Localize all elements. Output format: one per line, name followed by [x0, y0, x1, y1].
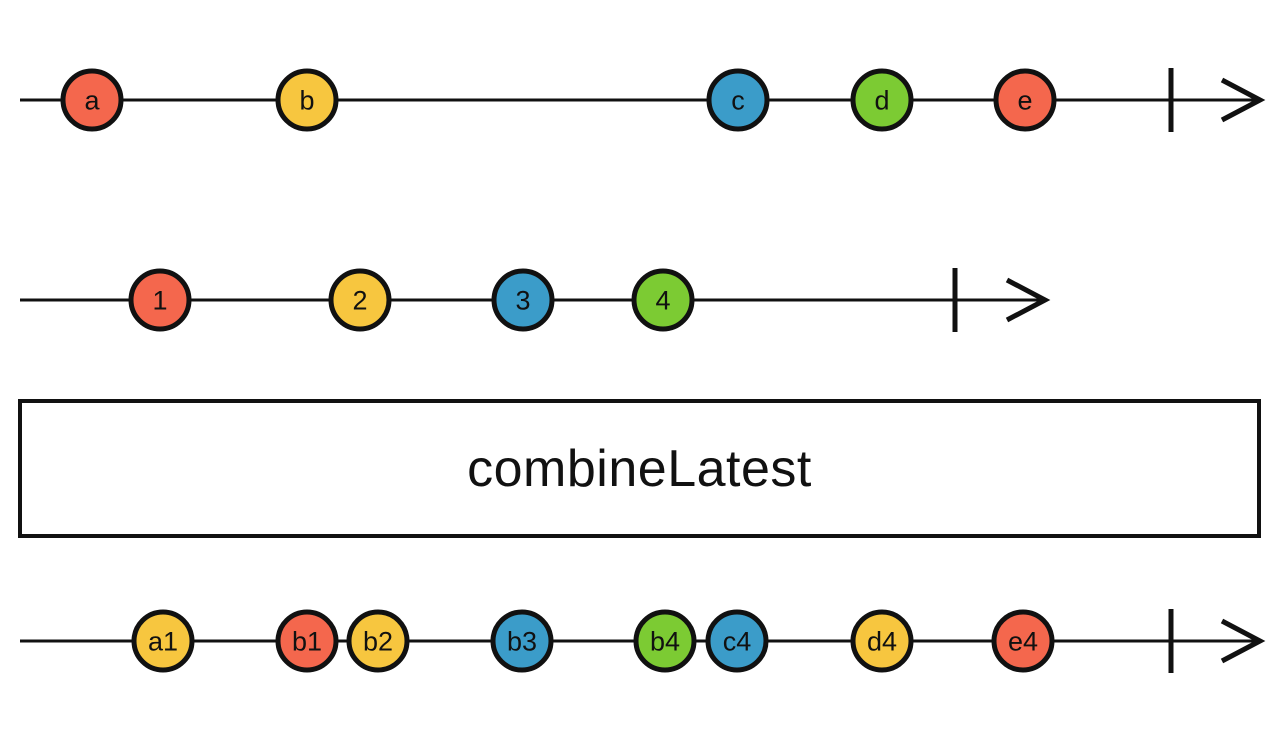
marble-label: 2 [352, 286, 367, 316]
marble-circle [490, 609, 554, 673]
marble-label: b4 [650, 627, 680, 657]
marble-b4: b4 [633, 609, 697, 673]
marble-circle [631, 268, 695, 332]
timeline-second-source: 1 2 3 4 [20, 268, 1051, 332]
arrow-head-icon [1220, 618, 1266, 664]
marble-circle [993, 68, 1057, 132]
marble-1: 1 [128, 268, 192, 332]
marble-c: c [706, 68, 770, 132]
marble-label: c4 [723, 627, 752, 657]
marble-label: b [299, 86, 314, 116]
marble-b: b [275, 68, 339, 132]
marble-label: a [84, 86, 100, 116]
marble-label: b1 [292, 627, 322, 657]
operator-box: combineLatest [18, 399, 1261, 538]
marble-circle [346, 609, 410, 673]
marble-3: 3 [491, 268, 555, 332]
marble-circle [491, 268, 555, 332]
arrow-head-icon [1005, 277, 1051, 323]
marble-label: e4 [1008, 627, 1038, 657]
marble-circle [128, 268, 192, 332]
marble-circle [991, 609, 1055, 673]
marble-circle [131, 609, 195, 673]
timeline-output: a1 b1 b2 b3 b4 c4 d4 e4 [20, 609, 1266, 673]
marble-e4: e4 [991, 609, 1055, 673]
marble-d: d [850, 68, 914, 132]
marble-circle [328, 268, 392, 332]
marble-e: e [993, 68, 1057, 132]
marble-label: e [1017, 86, 1032, 116]
marble-label: b3 [507, 627, 537, 657]
marble-label: d [874, 86, 889, 116]
marble-circle [60, 68, 124, 132]
marble-4: 4 [631, 268, 695, 332]
marble-circle [705, 609, 769, 673]
marble-circle [275, 68, 339, 132]
marble-c4: c4 [705, 609, 769, 673]
marble-b1: b1 [275, 609, 339, 673]
marble-a: a [60, 68, 124, 132]
marble-label: 1 [152, 286, 167, 316]
marble-d4: d4 [850, 609, 914, 673]
marble-label: c [731, 86, 745, 116]
marble-label: 3 [515, 286, 530, 316]
marble-circle [706, 68, 770, 132]
marble-circle [850, 68, 914, 132]
operator-label: combineLatest [467, 439, 812, 498]
marble-circle [850, 609, 914, 673]
marble-circle [633, 609, 697, 673]
marble-label: d4 [867, 627, 897, 657]
marble-circle [275, 609, 339, 673]
marble-2: 2 [328, 268, 392, 332]
arrow-head-icon [1220, 77, 1266, 123]
marble-label: 4 [655, 286, 670, 316]
marble-label: b2 [363, 627, 393, 657]
marble-b2: b2 [346, 609, 410, 673]
marble-a1: a1 [131, 609, 195, 673]
timeline-first-source: a b c d e [20, 68, 1266, 132]
marble-b3: b3 [490, 609, 554, 673]
marble-label: a1 [148, 627, 178, 657]
